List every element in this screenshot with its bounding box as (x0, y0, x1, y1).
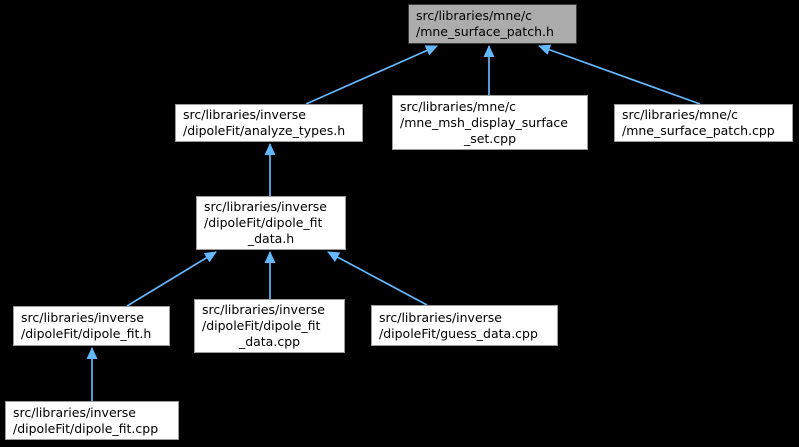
node-label-line: src/libraries/mne/c (622, 107, 739, 122)
node-label-line: src/libraries/mne/c (400, 98, 517, 114)
node-label-line: /dipoleFit/guess_data.cpp (379, 325, 538, 341)
edge-guess-data-cpp-to-dipole-fit-data-h (327, 251, 428, 306)
graph-node-dipole-fit-data-h[interactable]: src/libraries/inverse/dipoleFit/dipole_f… (196, 196, 346, 250)
node-label-line: _set.cpp (463, 130, 517, 146)
node-label-line: /dipoleFit/dipole_fit.cpp (13, 420, 159, 436)
graph-node-analyze-types-h[interactable]: src/libraries/inverse/dipoleFit/analyze_… (175, 104, 363, 142)
graph-node-dipole-fit-cpp[interactable]: src/libraries/inverse/dipoleFit/dipole_f… (5, 401, 179, 440)
graph-node-mne-surface-patch-cpp[interactable]: src/libraries/mne/c/mne_surface_patch.cp… (614, 104, 793, 142)
edge-dipole-fit-h-to-dipole-fit-data-h (126, 251, 217, 307)
node-label-line: /mne_surface_patch.h (416, 24, 554, 39)
node-label-line: /mne_surface_patch.cpp (622, 123, 775, 138)
node-label-line: src/libraries/inverse (202, 302, 325, 317)
graph-node-dipole-fit-data-cpp[interactable]: src/libraries/inverse/dipoleFit/dipole_f… (194, 299, 345, 353)
node-label-line: _data.cpp (238, 334, 301, 349)
node-label-line: /dipoleFit/dipole_fit (202, 318, 321, 333)
graph-node-mne-surface-patch-h: src/libraries/mne/c/mne_surface_patch.h (408, 4, 577, 44)
node-label-line: src/libraries/inverse (21, 310, 144, 325)
node-label-line: /dipoleFit/dipole_fit.h (21, 326, 152, 341)
node-label-line: src/libraries/inverse (204, 199, 327, 214)
node-label-line: /dipoleFit/analyze_types.h (183, 123, 346, 138)
graph-node-mne-msh-display-surface-set-cpp[interactable]: src/libraries/mne/c/mne_msh_display_surf… (392, 95, 588, 150)
node-label-line: src/libraries/inverse (183, 107, 306, 122)
graph-node-dipole-fit-h[interactable]: src/libraries/inverse/dipoleFit/dipole_f… (13, 306, 170, 346)
node-label-line: /dipoleFit/dipole_fit (204, 215, 323, 230)
node-label-line: _data.h (247, 231, 295, 246)
node-label-line: /mne_msh_display_surface (400, 114, 568, 130)
node-label-line: src/libraries/inverse (379, 309, 502, 325)
node-label-line: src/libraries/mne/c (416, 8, 533, 23)
node-label-line: src/libraries/inverse (13, 404, 136, 420)
graph-node-guess-data-cpp[interactable]: src/libraries/inverse/dipoleFit/guess_da… (371, 305, 558, 346)
